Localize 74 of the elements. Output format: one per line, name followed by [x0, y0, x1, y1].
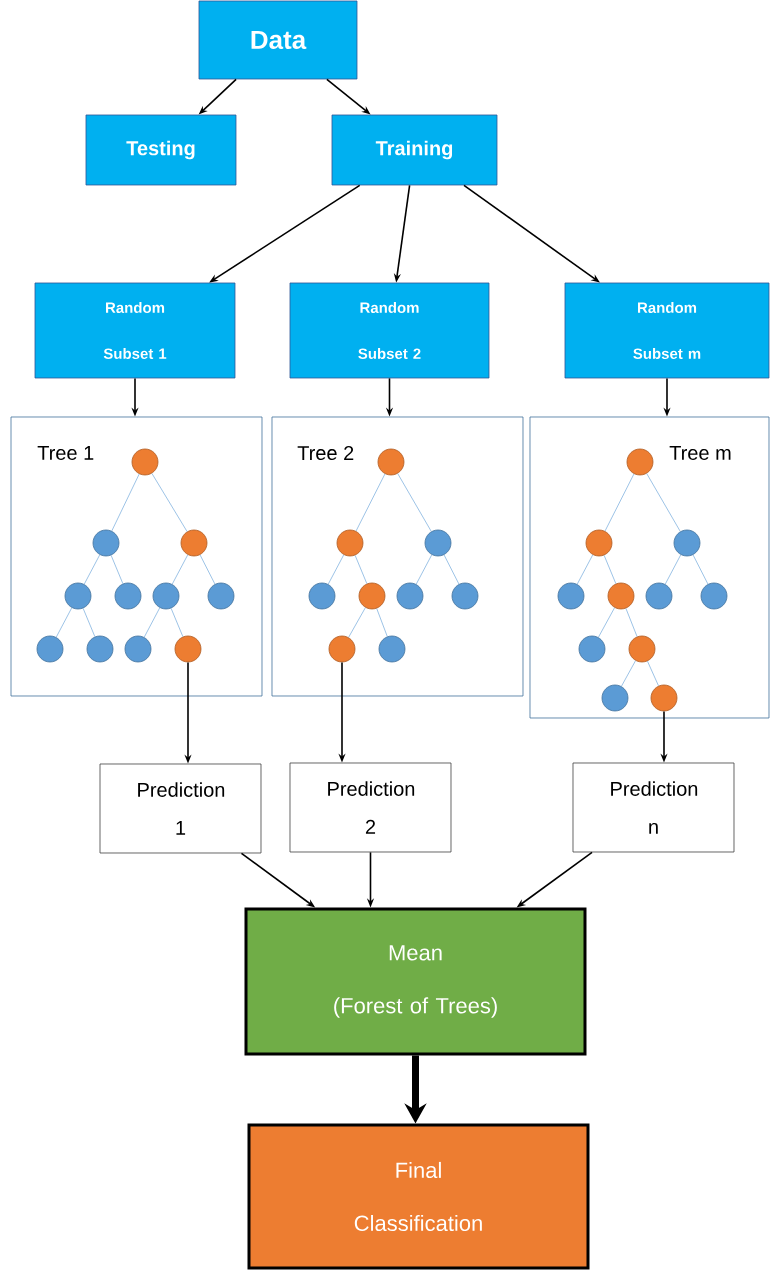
- tree-node-circle: [86, 635, 114, 663]
- tree-node-circle: [628, 635, 656, 663]
- tree-branch-line: [82, 608, 96, 637]
- tree-node-circle: [328, 635, 356, 663]
- tree-branch-line: [55, 607, 73, 638]
- tree-branch-line: [646, 473, 681, 532]
- tree-node-circle: [152, 582, 180, 610]
- tree-node-circle: [114, 582, 142, 610]
- tree-branch-line: [376, 608, 388, 637]
- tree-node-circle: [131, 448, 159, 476]
- prediction-box: Prediction 1: [99, 763, 262, 854]
- tree-node-circle: [308, 582, 336, 610]
- tree-branch-line: [621, 660, 636, 687]
- tree-branch-line: [111, 473, 140, 532]
- tree-panel: Tree 2: [271, 416, 524, 697]
- prediction-box: Prediction n: [572, 762, 735, 853]
- tree-node-circle: [180, 529, 208, 557]
- prediction-box: Prediction 2: [289, 762, 452, 853]
- tree-node-circle: [36, 635, 64, 663]
- arrow: [463, 184, 600, 283]
- tree-node-circle: [124, 635, 152, 663]
- mean-box: Mean (Forest of Trees): [244, 907, 587, 1056]
- tree-node-circle: [92, 529, 120, 557]
- tree-branch-line: [151, 473, 188, 532]
- process-box: Data: [198, 0, 358, 80]
- tree-node-circle: [557, 582, 585, 610]
- tree-node-circle: [64, 582, 92, 610]
- tree-node-circle: [673, 529, 701, 557]
- tree-node-circle: [378, 635, 406, 663]
- tree-branch-line: [110, 555, 124, 584]
- tree-node-circle: [645, 582, 673, 610]
- tree-branch-line: [348, 607, 366, 638]
- tree-branch-line: [199, 554, 216, 585]
- tree-branch-line: [143, 607, 161, 638]
- tree-node-circle: [174, 635, 202, 663]
- tree-node-circle: [607, 582, 635, 610]
- process-box: Random Subset 2: [289, 282, 490, 379]
- tree-branch-line: [327, 554, 345, 585]
- tree-branch-line: [603, 555, 617, 584]
- tree-node-circle: [700, 582, 728, 610]
- process-box: Random Subset 1: [34, 282, 236, 379]
- tree-branch-line: [171, 554, 189, 585]
- tree-node-circle: [601, 684, 629, 712]
- tree-node-circle: [207, 582, 235, 610]
- tree-node-circle: [650, 684, 678, 712]
- tree-node-circle: [396, 582, 424, 610]
- tree-node-circle: [451, 582, 479, 610]
- tree-branch-line: [692, 554, 709, 585]
- tree-node-circle: [377, 448, 405, 476]
- tree-branch-line: [647, 660, 659, 687]
- tree-branch-line: [83, 554, 101, 585]
- tree-panel: Tree 1: [10, 416, 263, 697]
- tree-branch-line: [576, 554, 594, 585]
- tree-node-circle: [358, 582, 386, 610]
- tree-branch-line: [397, 473, 432, 532]
- tree-node-circle: [578, 635, 606, 663]
- tree-node-circle: [585, 529, 613, 557]
- tree-branch-line: [355, 473, 386, 532]
- process-box: Training: [331, 114, 498, 186]
- process-box: Testing: [85, 114, 237, 186]
- process-box: Random Subset m: [564, 282, 770, 379]
- tree-node-circle: [626, 448, 654, 476]
- result-box: Final Classification: [247, 1123, 590, 1270]
- tree-branch-line: [598, 607, 615, 638]
- tree-branch-line: [604, 473, 635, 532]
- tree-branch-line: [664, 554, 682, 585]
- tree-branch-line: [415, 554, 433, 585]
- tree-branch-line: [170, 608, 184, 637]
- tree-node-circle: [336, 529, 364, 557]
- tree-node-circle: [424, 529, 452, 557]
- tree-panel: Tree m: [529, 416, 770, 719]
- tree-branch-line: [354, 555, 368, 584]
- tree-branch-line: [443, 554, 460, 585]
- tree-branch-line: [625, 608, 638, 637]
